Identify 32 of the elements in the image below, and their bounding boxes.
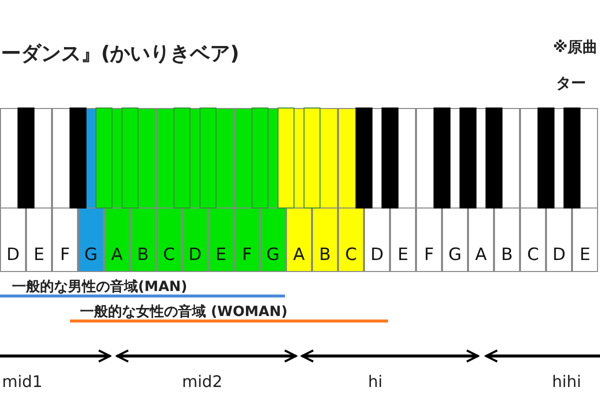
piano-key: D <box>364 208 390 272</box>
piano-key: G <box>260 208 286 272</box>
piano-key: C <box>338 208 364 272</box>
piano-key: F <box>52 208 78 272</box>
piano-key: B <box>312 208 338 272</box>
piano-key: E <box>26 208 52 272</box>
piano-key: E <box>208 208 234 272</box>
piano-key: F <box>234 208 260 272</box>
range-name: mid2 <box>182 372 222 391</box>
range-name: hi <box>368 372 383 391</box>
piano-key: E <box>390 208 416 272</box>
piano-key: A <box>286 208 312 272</box>
range-name: mid1 <box>2 372 42 391</box>
piano-key: C <box>156 208 182 272</box>
range-label: 一般的な男性の音域(MAN) <box>12 278 188 296</box>
piano-key: G <box>78 208 104 272</box>
piano-key: D <box>182 208 208 272</box>
range-name: hihi <box>552 372 582 391</box>
piano-key: A <box>468 208 494 272</box>
note-text: ター <box>556 74 586 93</box>
piano-key: D <box>546 208 572 272</box>
piano-key: D <box>0 208 26 272</box>
note-text: ※原曲 <box>553 38 598 57</box>
piano-key: C <box>520 208 546 272</box>
piano-key: G <box>442 208 468 272</box>
piano-key: E <box>572 208 598 272</box>
range-label: 一般的な女性の音域 (WOMAN) <box>80 303 288 321</box>
piano-key: B <box>494 208 520 272</box>
piano-key: F <box>416 208 442 272</box>
chart-title: ーダンス』(かいりきベア) <box>1 40 240 67</box>
piano-key: A <box>104 208 130 272</box>
piano-key: B <box>130 208 156 272</box>
